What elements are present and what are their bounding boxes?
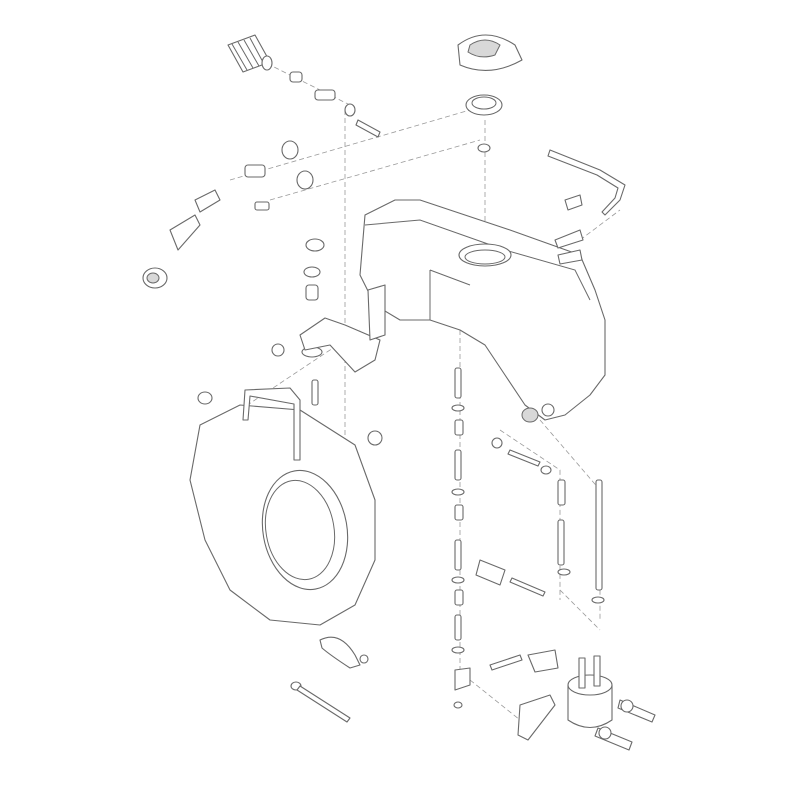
vent-hose (548, 150, 625, 264)
fuel-cap (458, 35, 522, 152)
hose-fittings-top (290, 72, 380, 137)
mount-hardware (272, 239, 324, 405)
fuel-line-stack (452, 368, 470, 708)
fuel-pump (518, 650, 612, 740)
fuel-line-right (476, 438, 604, 670)
pump-bolts (595, 700, 655, 750)
fuel-tank (360, 200, 605, 422)
tank-bracket (300, 285, 385, 372)
elbow-fittings-left (143, 141, 313, 288)
recoil-housing (190, 388, 382, 625)
fuel-filter (228, 35, 272, 72)
long-bolt (291, 682, 350, 722)
starter-handle (320, 637, 368, 668)
